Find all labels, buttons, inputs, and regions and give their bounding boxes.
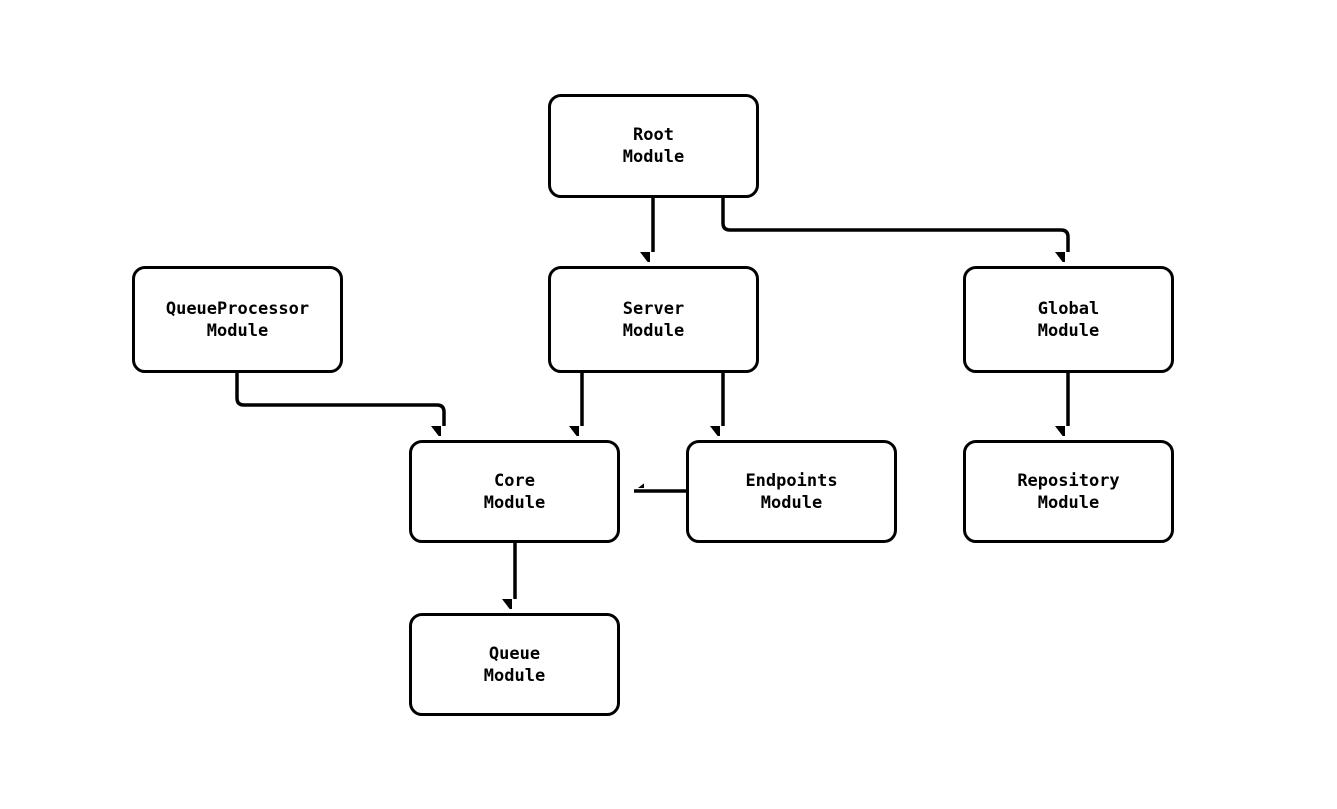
- node-queueprocessor-label-line1: QueueProcessor: [165, 298, 310, 319]
- node-global-label-line1: Global: [1037, 298, 1100, 319]
- node-core-label-line1: Core: [494, 470, 535, 491]
- node-queueprocessor-label-line2: Module: [206, 320, 269, 341]
- edge-root-to-global: [721, 198, 1070, 252]
- node-endpoints-label-line2: Module: [760, 492, 823, 513]
- node-root-label-line1: Root: [633, 125, 674, 145]
- node-repository-label-line2: Module: [1037, 492, 1100, 513]
- node-queue-label-line1: Queue: [488, 643, 541, 664]
- node-server-label-line1: Server: [622, 298, 685, 319]
- node-server-label-line2: Module: [622, 320, 685, 341]
- node-repository-label-line1: Repository: [1017, 470, 1120, 491]
- node-endpoints-label-line1: Endpoints: [745, 470, 838, 491]
- node-global-label-line2: Module: [1037, 320, 1100, 341]
- node-root-label-line2: Module: [622, 147, 685, 167]
- node-queue-label-line2: Module: [483, 665, 546, 686]
- node-core-label-line2: Module: [483, 492, 546, 513]
- edge-queueprocessor-to-core: [235, 373, 446, 426]
